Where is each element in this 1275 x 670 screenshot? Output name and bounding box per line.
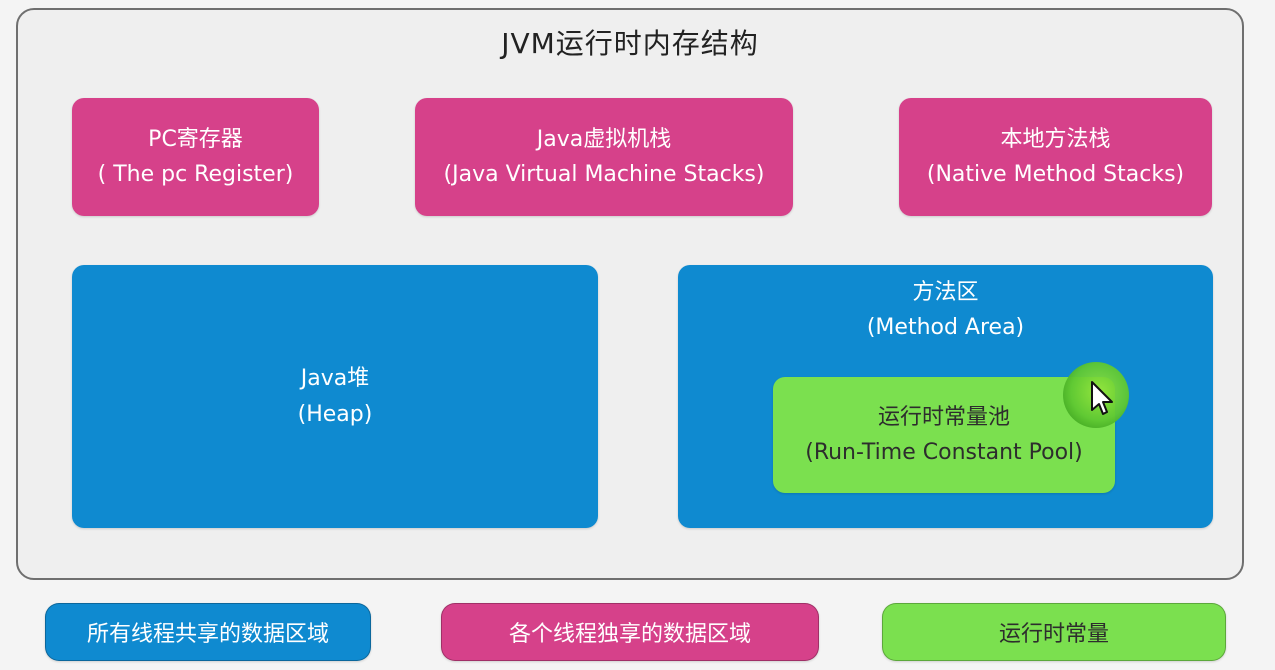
legend-runtime-constant: 运行时常量 [882, 603, 1226, 661]
heap-box: Java堆 (Heap) [72, 265, 598, 528]
legend-shared-data-area: 所有线程共享的数据区域 [45, 603, 371, 661]
diagram-title: JVM运行时内存结构 [501, 27, 759, 60]
pc-register-label: PC寄存器 [148, 126, 243, 152]
native-method-stacks-label: 本地方法栈 [1000, 126, 1111, 152]
jvm-stacks-label: Java虚拟机栈 [536, 126, 672, 152]
jvm-stacks-box: Java虚拟机栈 (Java Virtual Machine Stacks) [415, 98, 793, 216]
native-method-stacks-en: (Native Method Stacks) [926, 162, 1185, 187]
legend-thread-private-label: 各个线程独享的数据区域 [508, 622, 751, 647]
method-area-en: (Method Area) [866, 315, 1025, 341]
method-area-header: 方法区 (Method Area) [678, 275, 1213, 345]
runtime-constant-pool-label: 运行时常量池 [877, 404, 1010, 430]
method-area-label: 方法区 [912, 280, 979, 305]
heap-label: Java堆 [300, 366, 370, 392]
legend-shared-label: 所有线程共享的数据区域 [86, 622, 329, 647]
runtime-constant-pool-en: (Run-Time Constant Pool) [805, 440, 1083, 465]
pc-register-en: ( The pc Register) [97, 162, 294, 187]
pc-register-box: PC寄存器 ( The pc Register) [72, 98, 319, 216]
legend-thread-private-data-area: 各个线程独享的数据区域 [441, 603, 819, 661]
heap-en: (Heap) [297, 401, 373, 427]
jvm-runtime-memory-frame: JVM运行时内存结构 PC寄存器 ( The pc Register) Java… [16, 8, 1244, 580]
method-area-box: 方法区 (Method Area) 运行时常量池 (Run-Time Const… [678, 265, 1213, 528]
legend-runtime-constant-label: 运行时常量 [998, 622, 1109, 647]
mouse-pointer-icon [1091, 381, 1113, 415]
jvm-stacks-en: (Java Virtual Machine Stacks) [443, 162, 765, 187]
native-method-stacks-box: 本地方法栈 (Native Method Stacks) [899, 98, 1212, 216]
runtime-constant-pool-box: 运行时常量池 (Run-Time Constant Pool) [773, 377, 1115, 493]
